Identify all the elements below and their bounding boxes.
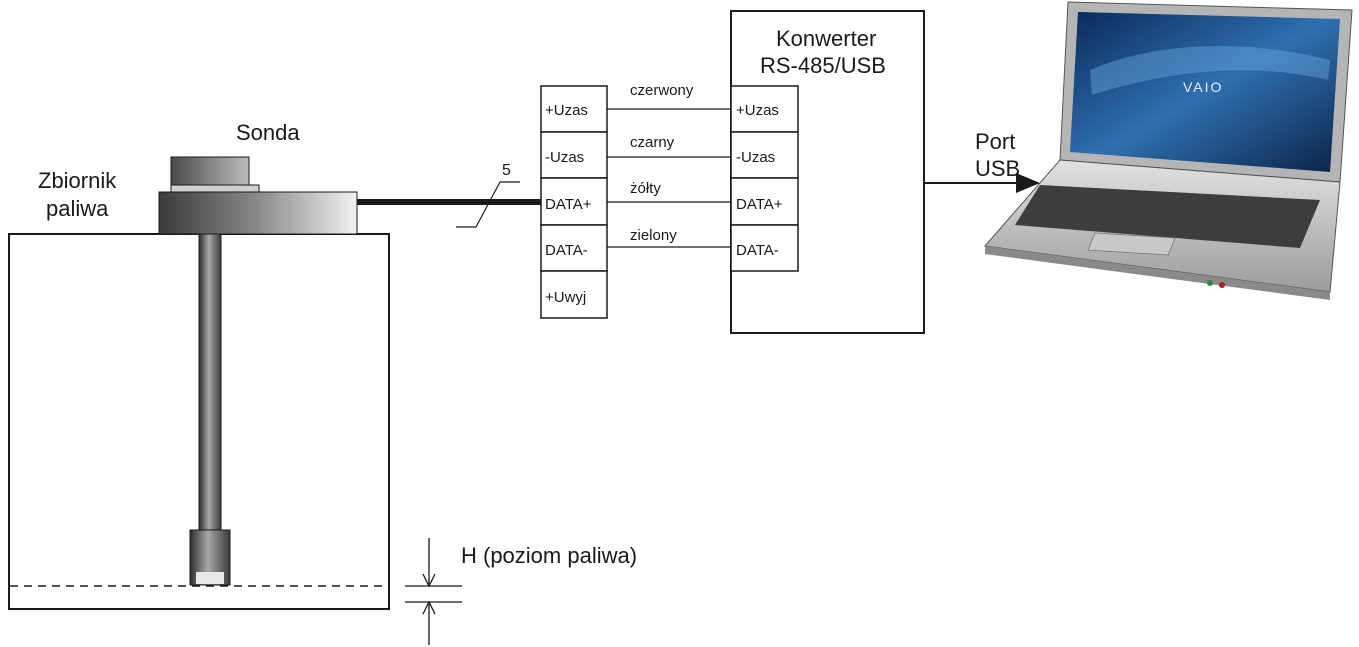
level-dimension [405, 538, 462, 645]
left-terminal-5: +Uwyj [545, 289, 586, 306]
usb-label-line1: Port [975, 129, 1015, 154]
probe-label: Sonda [236, 120, 300, 145]
tank-label-line2: paliwa [46, 196, 109, 221]
cable-number-leader [456, 181, 520, 228]
converter-terminal-block [730, 85, 799, 272]
converter-title-line2: RS-485/USB [760, 53, 886, 78]
left-terminal-1: +Uzas [545, 102, 588, 119]
right-terminal-3: DATA+ [736, 196, 783, 213]
tank-label-line1: Zbiornik [38, 168, 117, 193]
left-terminal-2: -Uzas [545, 149, 584, 166]
probe [158, 156, 358, 586]
laptop-brand-logo: VAIO [1183, 79, 1223, 95]
level-label: H (poziom paliwa) [461, 543, 637, 568]
wire-label-black: czarny [630, 134, 675, 151]
left-terminal-3: DATA+ [545, 196, 592, 213]
cable-number: 5 [502, 162, 511, 179]
wire-label-red: czerwony [630, 82, 694, 99]
right-terminal-1: +Uzas [736, 102, 779, 119]
probe-terminal-block [540, 85, 608, 319]
converter-title-line1: Konwerter [776, 26, 876, 51]
usb-label-line2: USB [975, 156, 1020, 181]
wire-label-green: zielony [630, 227, 677, 244]
wire-label-yellow: żółty [630, 180, 661, 197]
right-terminal-2: -Uzas [736, 149, 775, 166]
laptop-image [984, 1, 1353, 300]
left-terminal-4: DATA- [545, 242, 588, 259]
right-terminal-4: DATA- [736, 242, 779, 259]
